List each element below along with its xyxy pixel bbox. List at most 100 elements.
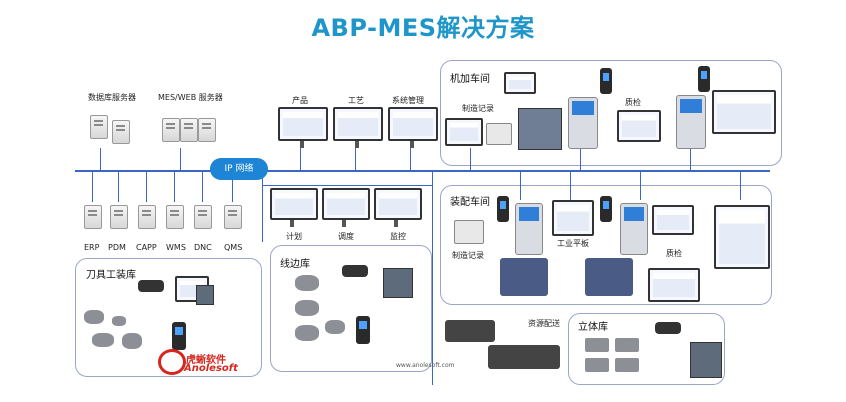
assembly-workshop-title: 装配车间 xyxy=(450,197,490,208)
connector xyxy=(118,170,119,202)
line-side-part-icon xyxy=(325,320,345,334)
warehouse-rack-icon xyxy=(585,338,609,352)
monitor-icon xyxy=(374,188,422,220)
tool-part-icon xyxy=(122,333,142,349)
monitor-label-system: 系统管理 xyxy=(392,96,424,105)
barcode-scanner-icon xyxy=(655,322,681,334)
monitor-icon xyxy=(333,107,383,141)
monitor-label-product: 产品 xyxy=(292,96,308,105)
terminal-box-icon xyxy=(383,268,413,298)
warehouse-rack-icon xyxy=(615,338,639,352)
system-label-capp: CAPP xyxy=(136,243,157,252)
dashboard-icon xyxy=(648,268,700,302)
warehouse-rack-icon xyxy=(615,358,639,372)
monitor-label-monitor: 监控 xyxy=(390,232,406,241)
large-display-icon xyxy=(714,205,770,269)
agv-vehicle-icon xyxy=(488,345,560,369)
monitor-icon xyxy=(617,110,661,142)
kiosk-icon xyxy=(515,203,543,255)
terminal-box-icon xyxy=(690,342,722,378)
kiosk-icon xyxy=(676,95,706,149)
connector xyxy=(355,148,356,170)
line-side-title: 线边库 xyxy=(280,259,310,270)
monitor-label-process: 工艺 xyxy=(348,96,364,105)
system-label-pdm: PDM xyxy=(108,243,126,252)
line-side-part-icon xyxy=(295,325,319,341)
robot-arm-icon xyxy=(500,258,548,296)
cnc-machine-icon xyxy=(518,108,562,150)
monitor-icon xyxy=(388,107,438,141)
agv-vehicle-icon xyxy=(445,320,495,342)
connector xyxy=(740,170,741,200)
network-bus xyxy=(75,170,770,172)
erp-server-icon xyxy=(84,205,102,229)
qms-server-icon xyxy=(224,205,242,229)
logo-en-text: Anolesoft xyxy=(184,363,238,374)
connector xyxy=(570,170,571,200)
connector xyxy=(470,148,471,170)
web-server-icon xyxy=(162,118,180,142)
wms-server-icon xyxy=(166,205,184,229)
connector xyxy=(262,170,263,242)
website-text: www.anolesoft.com xyxy=(396,362,455,369)
printer-icon xyxy=(454,220,484,244)
system-label-erp: ERP xyxy=(84,243,100,252)
machining-quality-label: 质检 xyxy=(625,98,641,107)
tool-part-icon xyxy=(92,333,114,347)
large-display-icon xyxy=(712,90,776,134)
kiosk-icon xyxy=(620,203,648,255)
assembly-record-label: 制造记录 xyxy=(452,251,484,260)
robot-arm-icon xyxy=(585,258,633,296)
db-server-icon xyxy=(112,120,130,144)
machining-record-label: 制造记录 xyxy=(462,104,494,113)
warehouse-rack-icon xyxy=(585,358,609,372)
connector xyxy=(640,170,641,200)
industrial-tablet-label: 工业平板 xyxy=(557,239,589,248)
system-label-wms: WMS xyxy=(166,243,186,252)
tool-part-icon xyxy=(84,310,104,324)
logo-cn-text: 虎蜥软件 xyxy=(186,355,226,366)
machining-workshop-title: 机加车间 xyxy=(450,74,490,85)
barcode-scanner-icon xyxy=(138,280,164,292)
monitor-icon xyxy=(652,205,694,235)
laptop-icon xyxy=(504,72,536,94)
secondary-bus xyxy=(262,185,432,186)
handheld-terminal-icon xyxy=(698,66,710,92)
connector xyxy=(202,170,203,202)
line-side-part-icon xyxy=(295,275,319,291)
monitor-label-dispatch: 调度 xyxy=(338,232,354,241)
connector xyxy=(100,148,101,170)
dnc-server-icon xyxy=(194,205,212,229)
connector xyxy=(92,170,93,202)
monitor-icon xyxy=(445,118,483,146)
monitor-icon xyxy=(278,107,328,141)
tool-part-icon xyxy=(112,316,126,326)
handheld-terminal-icon xyxy=(600,196,612,222)
monitor-label-plan: 计划 xyxy=(286,232,302,241)
tooling-library-title: 刀具工装库 xyxy=(86,270,136,281)
handheld-terminal-icon xyxy=(600,68,612,94)
web-servers-label: MES/WEB 服务器 xyxy=(158,93,223,102)
delivery-label: 资源配送 xyxy=(528,319,560,328)
kiosk-icon xyxy=(568,97,598,149)
monitor-stand xyxy=(342,220,346,227)
industrial-tablet-icon xyxy=(552,200,594,236)
handheld-terminal-icon xyxy=(356,316,370,344)
db-servers-label: 数据库服务器 xyxy=(88,93,136,102)
monitor-icon xyxy=(322,188,370,220)
system-label-dnc: DNC xyxy=(194,243,212,252)
monitor-stand xyxy=(410,141,414,148)
connector xyxy=(174,170,175,202)
connector xyxy=(690,148,691,170)
connector xyxy=(300,148,301,170)
anolesoft-logo-icon xyxy=(158,349,186,375)
connector xyxy=(180,148,181,170)
monitor-icon xyxy=(270,188,318,220)
monitor-stand xyxy=(290,220,294,227)
tooling-library-panel xyxy=(75,258,262,377)
db-server-icon xyxy=(90,115,108,139)
web-server-icon xyxy=(198,118,216,142)
terminal-box-icon xyxy=(196,285,214,305)
handheld-terminal-icon xyxy=(172,322,186,350)
connector xyxy=(520,170,521,200)
